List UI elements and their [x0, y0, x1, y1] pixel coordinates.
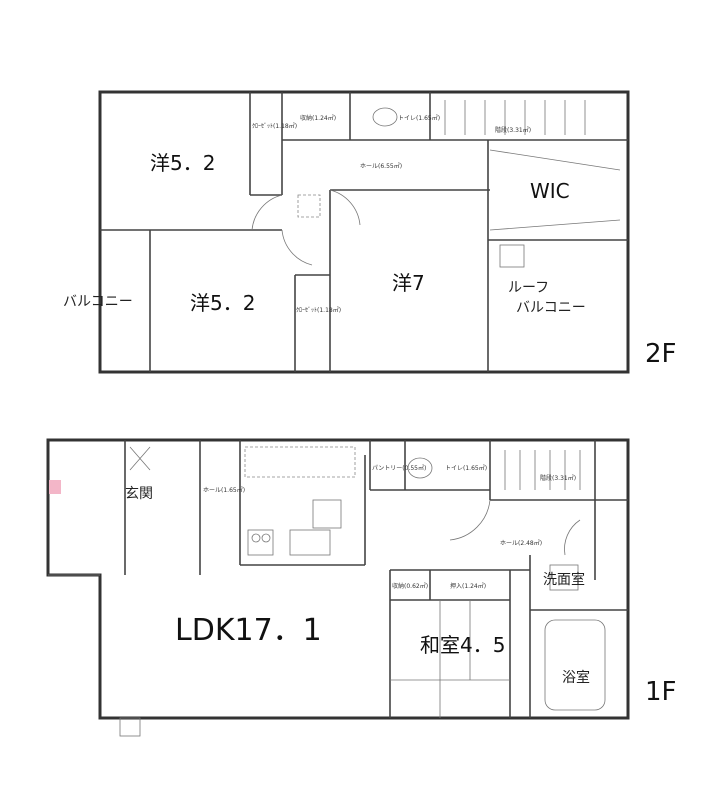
label-stairs: 階段(3.31㎡) [495, 126, 531, 134]
room-label-entrance: 玄関 [125, 485, 153, 502]
floor-label-2f: 2F [645, 339, 677, 369]
room-label-roof-balcony-1: ルーフ [508, 280, 549, 296]
room-label-roof-balcony-2: バルコニー [516, 300, 586, 316]
room-label-japanese: 和室4．5 [420, 633, 505, 657]
label-hall-a: ホール(1.65㎡) [203, 486, 245, 494]
label-pantry: パントリー(0.55㎡) [372, 464, 426, 472]
label-storage: 収納(1.24㎡) [300, 114, 336, 122]
label-hall: ホール(6.55㎡) [360, 162, 402, 170]
entrance-marker [49, 480, 61, 494]
label-oshiire: 押入(1.24㎡) [450, 582, 486, 590]
room-label-balcony: バルコニー [63, 294, 133, 310]
second-floor-outline [98, 90, 630, 374]
first-floor-plan: 玄関 LDK17．1 和室4．5 洗面室 浴室 ホール(1.65㎡) パントリー… [46, 438, 677, 737]
room-label-ldk: LDK17．1 [175, 613, 322, 648]
room-label-washroom: 洗面室 [543, 571, 585, 588]
label-closet-b: ｸﾛｰｾﾞｯﾄ(1.18㎡) [296, 306, 341, 314]
label-stairs: 階段(3.31㎡) [540, 474, 576, 482]
label-toilet: トイレ(1.65㎡) [398, 114, 440, 122]
label-hall-b: ホール(2.48㎡) [500, 539, 542, 547]
room-label-bath: 浴室 [562, 669, 590, 686]
room-label-western-c: 洋7 [392, 271, 425, 295]
label-closet-a: ｸﾛｰｾﾞｯﾄ(1.18㎡) [252, 122, 297, 130]
label-toilet: トイレ(1.65㎡) [445, 464, 487, 472]
room-label-western-b: 洋5．2 [190, 291, 255, 315]
label-storage: 収納(0.62㎡) [392, 582, 428, 590]
room-label-western-a: 洋5．2 [150, 151, 215, 175]
room-label-wic: WIC [530, 179, 570, 203]
floor-label-1f: 1F [645, 677, 677, 707]
second-floor-plan: 洋5．2 洋5．2 洋7 WIC バルコニー ルーフ バルコニー ｸﾛｰｾﾞｯﾄ… [63, 90, 677, 374]
